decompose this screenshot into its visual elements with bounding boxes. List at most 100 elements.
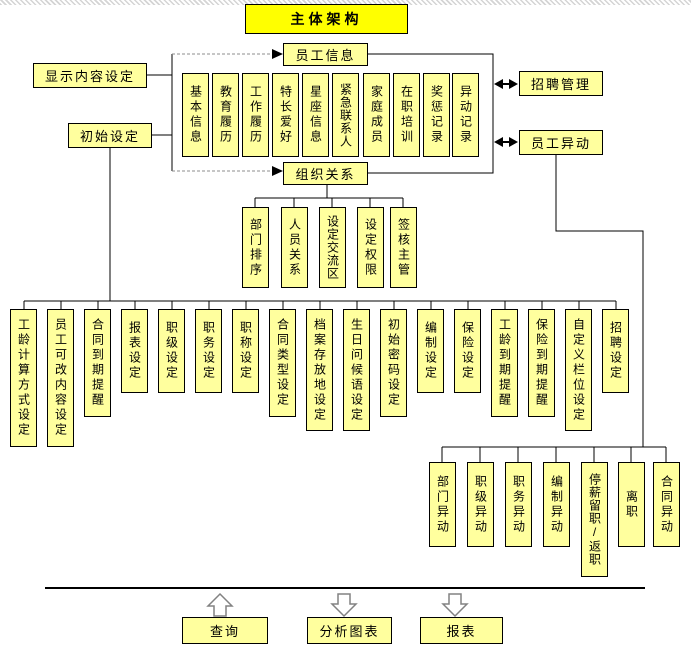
footer-analysis-chart-node: 分析图表 [307,617,392,644]
node-recruitment-management: 招聘管理 [519,71,603,96]
node-label: 星座信息 [308,85,323,145]
node-label: 合同异动 [659,474,674,535]
node-label: 设定交流区 [325,215,340,280]
node-label: 报表 [446,624,477,639]
node-seniority-expiry-reminder: 工龄到期提醒 [491,309,518,417]
node-label: 职级异动 [473,474,488,535]
node-birthday-greeting-setting: 生日问候语设定 [343,309,370,431]
node-insurance-setting: 保险设定 [454,309,481,393]
node-label: 在职培训 [399,85,414,145]
diagram-title-label: 主体架构 [290,11,363,27]
node-reward-punishment-record: 奖惩记录 [423,73,450,157]
node-label: 职级设定 [164,321,179,381]
node-report-setting: 报表设定 [121,309,148,393]
node-rank-setting: 职级设定 [158,309,185,393]
node-label: 人员关系 [287,217,302,278]
node-approval-supervisor: 签核主管 [390,207,417,288]
diagram-title: 主体架构 [245,4,408,34]
double-arrow-right-icon [509,137,518,147]
node-label: 停薪留职/返职 [587,473,602,566]
node-label: 教育履历 [218,85,233,145]
node-label: 工龄到期提醒 [497,318,512,408]
node-position-transfer: 职务异动 [505,462,532,547]
node-label: 异动记录 [458,85,473,145]
node-label: 报表设定 [127,321,142,381]
node-label: 合同到期提醒 [90,318,105,408]
node-label: 家庭成员 [369,85,384,145]
node-emergency-contact: 紧急联系人 [332,73,359,157]
node-label: 职务设定 [201,321,216,381]
node-label: 查询 [209,624,240,639]
node-education-history: 教育履历 [212,73,239,157]
node-recruitment-setting: 招聘设定 [602,309,629,393]
node-label: 显示内容设定 [44,69,135,84]
node-label: 分析图表 [319,624,380,639]
node-label: 特长爱好 [278,85,293,145]
footer-query-node: 查询 [182,617,268,644]
node-staffing-setting: 编制设定 [417,309,444,393]
down-arrow-icon [441,593,469,618]
node-employee-editable-setting: 员工可改内容设定 [47,309,74,447]
node-contract-transfer: 合同异动 [653,462,680,547]
double-arrow-left-icon [494,79,503,89]
up-arrow-icon [206,592,234,617]
node-label: 保险设定 [460,321,475,381]
node-communication-area-setting: 设定交流区 [319,207,346,288]
node-label: 自定义栏位设定 [571,317,586,423]
node-label: 设定权限 [363,217,378,278]
node-custom-field-setting: 自定义栏位设定 [565,309,592,431]
node-staffing-transfer: 编制异动 [543,462,570,547]
node-basic-info: 基本信息 [182,73,209,157]
node-label: 初始密码设定 [386,318,401,408]
node-insurance-expiry-reminder: 保险到期提醒 [528,309,555,417]
double-arrow-left-icon [494,137,503,147]
node-contract-expiry-reminder: 合同到期提醒 [84,309,111,417]
node-label: 组织关系 [295,167,356,182]
node-work-history: 工作履历 [242,73,269,157]
footer-report-node: 报表 [420,617,503,644]
node-family-members: 家庭成员 [363,73,390,157]
node-contract-type-setting: 合同类型设定 [269,309,296,417]
node-permission-setting: 设定权限 [357,207,384,288]
node-label: 初始设定 [79,129,140,144]
node-seniority-calc-setting: 工龄计算方式设定 [10,309,37,447]
node-label: 员工信息 [295,48,356,63]
node-archive-location-setting: 档案存放地设定 [306,309,333,431]
node-label: 员工可改内容设定 [53,318,68,438]
arrowhead-employee-info [272,49,283,59]
node-display-content-setting: 显示内容设定 [33,63,147,88]
node-label: 部门排序 [248,217,263,278]
node-label: 档案存放地设定 [312,317,327,423]
node-label: 离职 [624,489,639,520]
node-label: 员工异动 [530,136,591,151]
node-department-transfer: 部门异动 [429,462,456,547]
node-label: 部门异动 [435,474,450,535]
node-label: 保险到期提醒 [534,318,549,408]
node-label: 紧急联系人 [338,82,353,148]
node-initial-setting: 初始设定 [68,123,152,148]
arrowhead-org-relation [272,166,283,176]
node-label: 工龄计算方式设定 [16,318,31,438]
node-label: 签核主管 [396,217,411,278]
node-label: 奖惩记录 [429,85,444,145]
node-constellation-info: 星座信息 [302,73,329,157]
node-title-setting: 职称设定 [232,309,259,393]
node-label: 工作履历 [248,85,263,145]
node-specialty-hobby: 特长爱好 [272,73,299,157]
node-transfer-record: 异动记录 [452,73,479,157]
double-arrow-right-icon [509,79,518,89]
node-label: 基本信息 [188,85,203,145]
down-arrow-icon [330,593,358,618]
node-rank-transfer: 职级异动 [467,462,494,547]
node-personnel-relation: 人员关系 [281,207,308,288]
node-label: 招聘管理 [530,77,591,92]
node-label: 编制设定 [423,321,438,381]
node-label: 招聘设定 [608,321,623,381]
node-initial-password-setting: 初始密码设定 [380,309,407,417]
node-on-job-training: 在职培训 [393,73,420,157]
node-org-relation: 组织关系 [283,162,368,185]
node-label: 合同类型设定 [275,318,290,408]
node-label: 职称设定 [238,321,253,381]
